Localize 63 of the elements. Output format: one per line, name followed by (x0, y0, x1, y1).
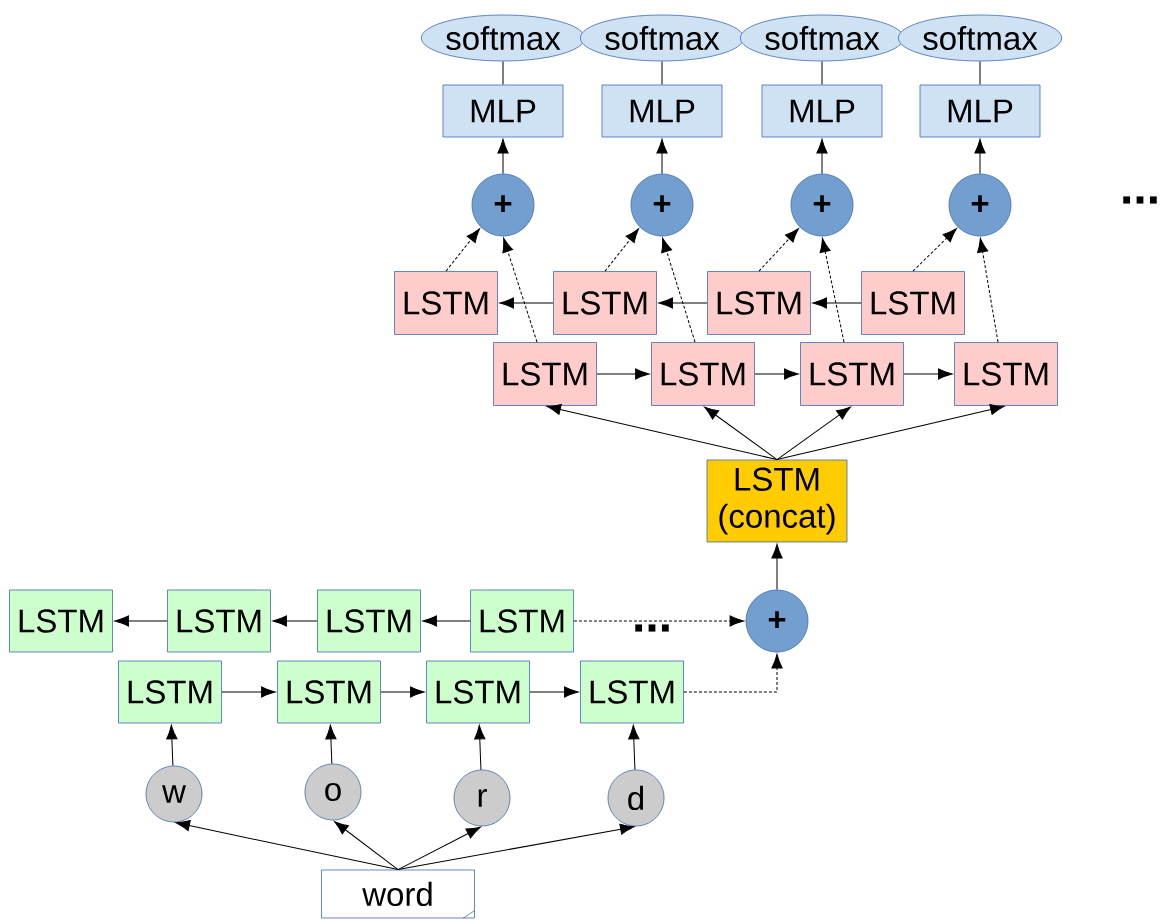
arrow (166, 724, 178, 767)
lstm-box: LSTM (470, 589, 574, 653)
arrow (499, 297, 554, 309)
arrow (656, 138, 668, 175)
arrow (977, 237, 999, 343)
arrow (974, 138, 986, 175)
arrow (816, 138, 828, 175)
arrow (754, 368, 799, 380)
lstm-box: LSTM (118, 660, 222, 724)
arrow (497, 138, 509, 175)
concat-box: LSTM (concat) (706, 459, 848, 543)
lstm-box: LSTM (707, 271, 811, 335)
arrow (380, 686, 425, 698)
lstm-box: LSTM (553, 271, 657, 335)
arrow (334, 821, 399, 871)
lstm-box: LSTM (394, 271, 498, 335)
lstm-box: LSTM (954, 342, 1058, 406)
arrow (422, 615, 471, 627)
arrow (596, 368, 650, 380)
arrow (445, 228, 480, 272)
lstm-box: LSTM (426, 660, 530, 724)
arrow (325, 724, 337, 765)
arrow (776, 406, 851, 461)
arrow (604, 228, 640, 272)
arrow (221, 686, 276, 698)
arrow (474, 724, 486, 771)
lstm-box: LSTM (317, 589, 421, 653)
mlp-box: MLP (601, 84, 723, 138)
ellipsis-label: ... (635, 624, 669, 632)
arrow (272, 615, 318, 627)
document-box: word (321, 869, 476, 919)
arrow (628, 724, 640, 771)
lstm-box: LSTM (861, 271, 965, 335)
arrow (704, 406, 778, 461)
lstm-box: LSTM (651, 342, 755, 406)
lstm-box: LSTM (493, 342, 597, 406)
arrow (658, 297, 708, 309)
lstm-box: LSTM (580, 660, 684, 724)
arrow (912, 228, 957, 272)
arrow (903, 368, 953, 380)
arrow (397, 826, 481, 871)
lstm-box: LSTM (277, 660, 381, 724)
mlp-box: MLP (919, 84, 1041, 138)
arrow (529, 686, 579, 698)
arrow (776, 403, 1005, 461)
arrow (175, 820, 399, 871)
arrow (546, 403, 778, 461)
arrow (758, 228, 799, 272)
arrow (397, 823, 635, 871)
ellipsis-label: ... (1123, 196, 1157, 204)
arrow (114, 615, 168, 627)
arrow (819, 237, 845, 343)
arrow (683, 653, 783, 693)
arrow (812, 297, 862, 309)
lstm-box: LSTM (167, 589, 271, 653)
mlp-box: MLP (761, 84, 883, 138)
arrow (573, 615, 745, 627)
lstm-box: LSTM (9, 589, 113, 653)
arrow (661, 237, 696, 343)
mlp-box: MLP (442, 84, 564, 138)
arrow (771, 543, 783, 591)
lstm-box: LSTM (800, 342, 904, 406)
arrow (502, 237, 538, 343)
